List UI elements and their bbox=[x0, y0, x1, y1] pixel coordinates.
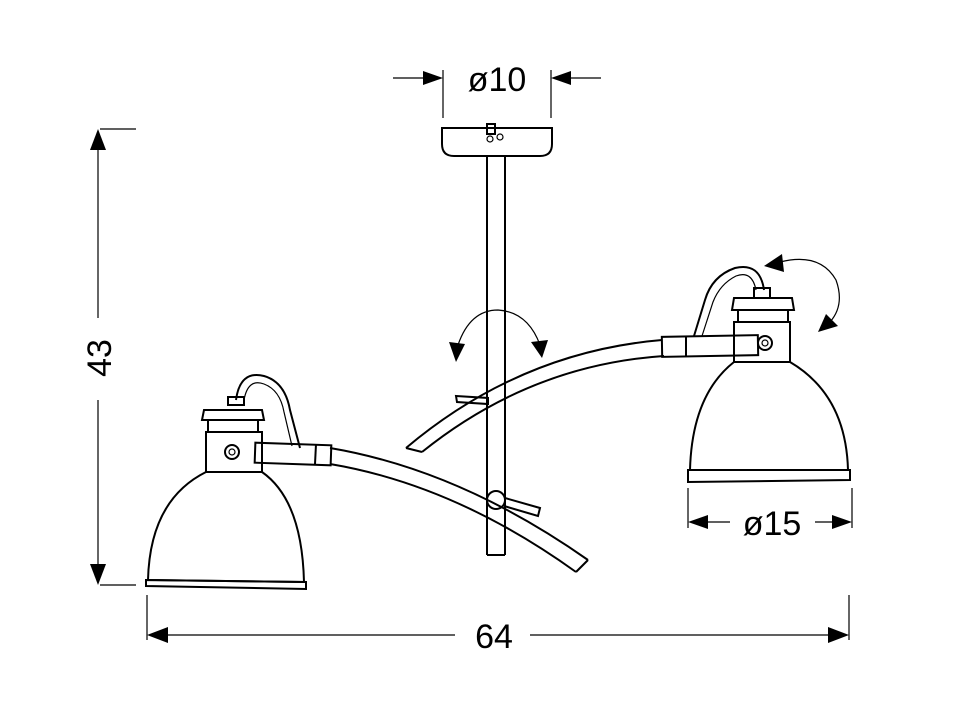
shade-diameter-dimension: ø15 bbox=[687, 488, 853, 543]
left-lamp bbox=[145, 374, 307, 591]
width-dimension: 64 bbox=[146, 595, 850, 656]
rotate-arrow-icon bbox=[449, 309, 548, 362]
height-label: 43 bbox=[81, 339, 119, 377]
canopy-diameter-label: ø10 bbox=[468, 61, 527, 99]
rod-joint bbox=[454, 394, 542, 518]
right-arm bbox=[405, 334, 760, 453]
ceiling-canopy bbox=[441, 123, 553, 157]
width-label: 64 bbox=[475, 618, 513, 656]
height-dimension: 43 bbox=[81, 128, 136, 586]
rotate-arrow-icon bbox=[764, 254, 840, 332]
canopy-diameter-dimension: ø10 bbox=[393, 61, 601, 118]
shade-diameter-label: ø15 bbox=[743, 505, 802, 543]
center-rod bbox=[486, 156, 506, 556]
right-lamp bbox=[687, 266, 851, 484]
left-arm bbox=[253, 441, 589, 573]
